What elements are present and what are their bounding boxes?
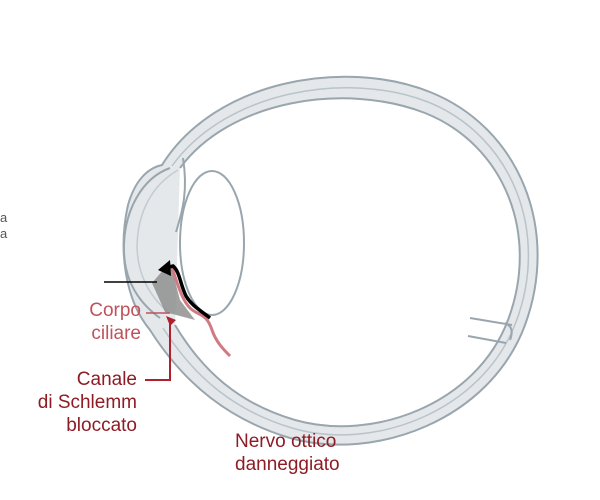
drainage-path — [170, 267, 232, 358]
label-line: Nervo ottico — [235, 431, 337, 452]
label-line: di Schlemm — [37, 392, 137, 413]
flow-arrow — [164, 264, 212, 320]
label-line: ciliare — [91, 323, 141, 344]
schlemm-marker — [166, 316, 176, 326]
cropped-text-line: a — [0, 210, 8, 225]
optic-nerve-stub — [467, 317, 513, 344]
pointer-line-schlemm — [145, 318, 171, 381]
cornea — [122, 167, 171, 319]
label-line: Canale — [76, 369, 137, 390]
label-schlemm-canal: Canale di Schlemm bloccato — [38, 368, 137, 437]
cornea-inner — [136, 169, 179, 313]
label-ciliary-body: Corpo ciliare — [89, 299, 141, 345]
ciliary-body — [152, 262, 195, 320]
sclera-inner — [174, 97, 521, 428]
label-optic-nerve: Nervo ottico danneggiato — [235, 430, 340, 476]
choroid-line — [162, 87, 530, 436]
lens — [179, 170, 245, 316]
cropped-text-line: a — [0, 226, 8, 241]
cropped-text: a a — [0, 210, 7, 242]
flow-arrowhead — [158, 260, 171, 276]
label-line: Corpo — [89, 300, 141, 321]
iris-upper — [175, 157, 186, 233]
label-line: danneggiato — [235, 454, 340, 475]
label-line: bloccato — [66, 415, 137, 436]
